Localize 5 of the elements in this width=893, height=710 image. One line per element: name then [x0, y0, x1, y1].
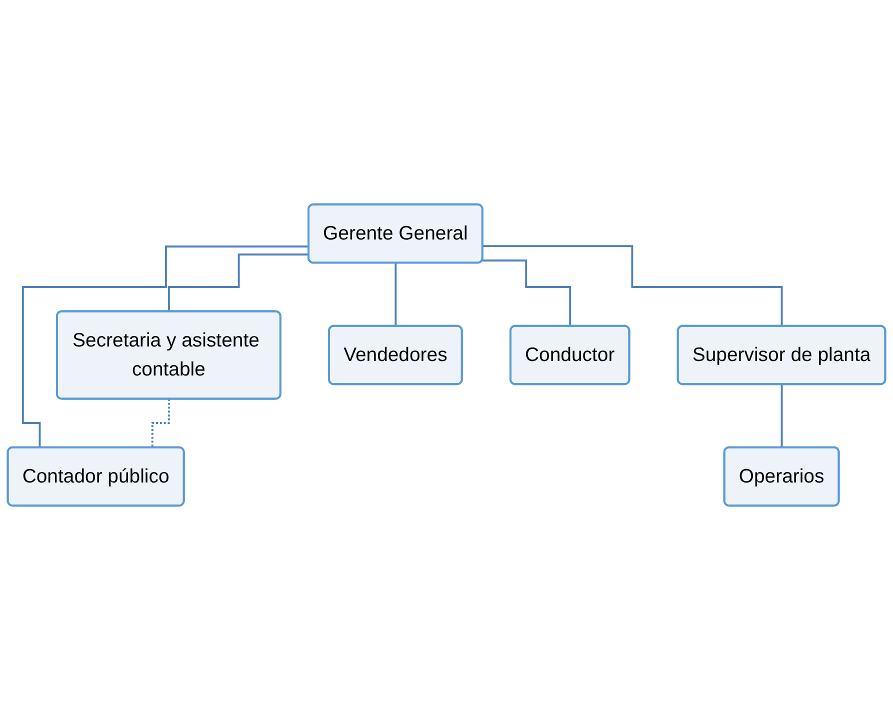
connector — [780, 384, 783, 449]
connector — [168, 254, 309, 313]
connector — [482, 245, 783, 328]
connector — [394, 262, 397, 328]
connector — [482, 260, 572, 328]
